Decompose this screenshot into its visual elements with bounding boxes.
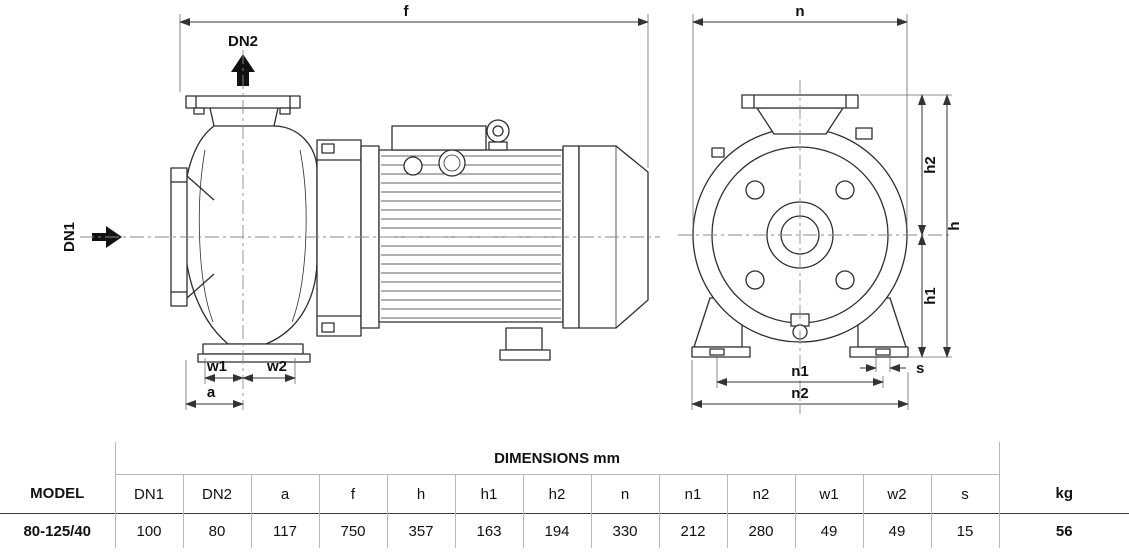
weight-header: kg [998, 474, 1129, 514]
pump-technical-drawing: f DN2 DN1 w1 w2 a [61, 3, 963, 414]
col-header-s: s [930, 474, 1000, 514]
cell-dn1: 100 [114, 513, 183, 548]
model-header: MODEL [30, 485, 85, 503]
cell-s: 15 [930, 513, 1000, 548]
dim-label-s: s [916, 360, 924, 377]
dim-label-a: a [207, 384, 216, 401]
col-header-dn1: DN1 [114, 474, 183, 514]
dim-label-n2: n2 [791, 385, 809, 402]
cell-model: 80-125/40 [0, 513, 115, 548]
dim-label-w1: w1 [206, 358, 227, 375]
dim-label-f: f [404, 3, 410, 20]
dim-label-dn1: DN1 [61, 222, 78, 252]
col-header-f: f [318, 474, 387, 514]
side-view-drawing: f DN2 DN1 w1 w2 a [61, 3, 660, 410]
cell-h2: 194 [522, 513, 591, 548]
dim-label-h1: h1 [922, 287, 939, 305]
cell-a: 117 [250, 513, 319, 548]
col-header-a: a [250, 474, 319, 514]
col-header-w1: w1 [794, 474, 863, 514]
dimensions-table: DIMENSIONS mm MODEL DN1 DN2 a f h h1 h2 … [0, 442, 1129, 548]
dim-label-h: h [946, 221, 963, 230]
dim-label-h2: h2 [922, 156, 939, 174]
cell-n1: 212 [658, 513, 727, 548]
dim-label-dn2: DN2 [228, 33, 258, 50]
cell-weight: 56 [998, 513, 1129, 548]
dim-label-n: n [795, 3, 804, 20]
front-view-drawing: n h2 h1 h s n1 n2 [678, 3, 963, 414]
col-header-n: n [590, 474, 659, 514]
col-header-h1: h1 [454, 474, 523, 514]
col-header-w2: w2 [862, 474, 931, 514]
cell-h: 357 [386, 513, 455, 548]
cell-n: 330 [590, 513, 659, 548]
dim-label-n1: n1 [791, 363, 809, 380]
table-row: 80-125/40 100 80 117 750 357 163 194 330… [0, 513, 1129, 548]
col-header-h2: h2 [522, 474, 591, 514]
col-header-h: h [386, 474, 455, 514]
cell-f: 750 [318, 513, 387, 548]
cell-h1: 163 [454, 513, 523, 548]
cell-w2: 49 [862, 513, 931, 548]
cell-dn2: 80 [182, 513, 251, 548]
col-header-n2: n2 [726, 474, 795, 514]
cell-n2: 280 [726, 513, 795, 548]
col-header-n1: n1 [658, 474, 727, 514]
cell-w1: 49 [794, 513, 863, 548]
col-header-dn2: DN2 [182, 474, 251, 514]
dim-label-w2: w2 [266, 358, 287, 375]
table-corner-blank [0, 442, 115, 475]
table-title: DIMENSIONS mm [114, 442, 1000, 475]
table-corner-blank-right [999, 442, 1129, 475]
